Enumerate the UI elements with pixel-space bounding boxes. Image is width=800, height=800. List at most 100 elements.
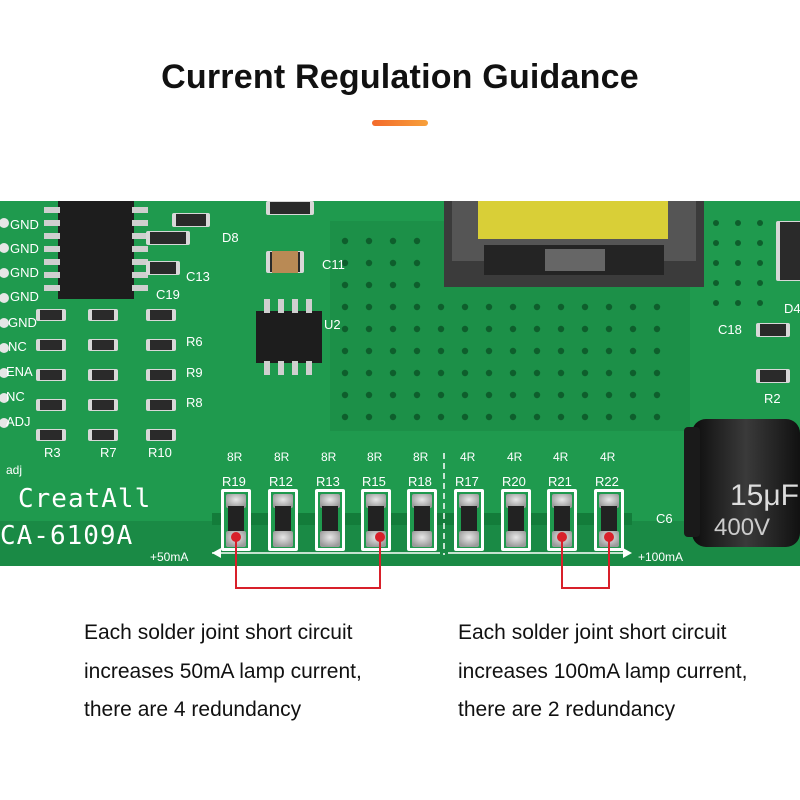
page-title: Current Regulation Guidance [161, 58, 639, 96]
via-hole [605, 369, 613, 377]
via-hole [653, 369, 661, 377]
right-desc-line-2: increases 100mA lamp current, [458, 659, 748, 683]
smd-component [146, 369, 176, 381]
test-pad [0, 418, 9, 428]
resistor-value-label: 4R [553, 450, 569, 464]
solder-joint-markers [231, 532, 614, 542]
via-hole [557, 369, 565, 377]
pin-label-nc-1: NC [8, 339, 27, 354]
cap-voltage-text: 400V [714, 514, 770, 541]
smd-component [36, 369, 66, 381]
via-hole [485, 369, 493, 377]
solder-pad [459, 531, 479, 547]
smd-component [266, 201, 314, 215]
ic-pin [44, 272, 60, 278]
label-c13: C13 [186, 269, 210, 284]
label-c6: C6 [656, 511, 673, 526]
label-c19: C19 [156, 287, 180, 302]
via-hole [341, 413, 349, 421]
resistor-value-label: 8R [227, 450, 243, 464]
resistor-designator-label: R17 [455, 474, 479, 489]
via-hole [341, 303, 349, 311]
via-hole [389, 413, 397, 421]
resistor-value-label: 8R [413, 450, 429, 464]
resistor-body [601, 506, 617, 532]
test-pad [0, 393, 9, 403]
via-hole [533, 369, 541, 377]
left-arrow: +50mA [150, 548, 440, 564]
via-hole [629, 413, 637, 421]
via-hole [461, 325, 469, 333]
label-r6: R6 [186, 334, 203, 349]
via-hole [605, 325, 613, 333]
resistor-body [228, 506, 244, 532]
pin-label-adj: ADJ [6, 414, 31, 429]
via-hole [389, 325, 397, 333]
resistor-body [368, 506, 384, 532]
ic-pin [44, 233, 60, 239]
via-hole [629, 369, 637, 377]
ic-pin [132, 285, 148, 291]
ic-pin [44, 246, 60, 252]
via-hole [413, 237, 421, 245]
via-hole [389, 237, 397, 245]
via-hole [485, 391, 493, 399]
solder-pad [320, 531, 340, 547]
via-hole [509, 413, 517, 421]
ic-pin [44, 259, 60, 265]
label-c18: C18 [718, 322, 742, 337]
via-hole [389, 347, 397, 355]
smd-component [756, 323, 790, 337]
via-hole [413, 325, 421, 333]
via-hole [389, 369, 397, 377]
via-hole [605, 347, 613, 355]
via-hole [653, 347, 661, 355]
via-hole [581, 303, 589, 311]
via-hole [557, 347, 565, 355]
test-pad [0, 243, 9, 253]
ic-pin [44, 285, 60, 291]
via-hole [757, 260, 763, 266]
via-hole [533, 303, 541, 311]
via-hole [533, 391, 541, 399]
smd-component [146, 399, 176, 411]
resistor-designator-label: R19 [222, 474, 246, 489]
smd-component [88, 339, 118, 351]
label-c11: C11 [322, 257, 345, 272]
pcb-photo: 15μF 400V GND GND GND GND GND NC ENA NC … [0, 201, 800, 566]
pin-label-ena: ENA [6, 364, 33, 379]
pin-label-nc-2: NC [6, 389, 25, 404]
via-hole [653, 303, 661, 311]
via-hole [581, 413, 589, 421]
via-hole [629, 391, 637, 399]
label-r8: R8 [186, 395, 203, 410]
via-hole [757, 220, 763, 226]
chip-pin [292, 361, 298, 375]
resistor-body [554, 506, 570, 532]
solder-pad [599, 494, 619, 508]
right-desc-line-1: Each solder joint short circuit [458, 621, 727, 644]
via-hole [437, 369, 445, 377]
resistor-body [275, 506, 291, 532]
via-hole [389, 391, 397, 399]
label-r2: R2 [764, 391, 781, 406]
resistor-value-label: 8R [321, 450, 337, 464]
right-desc-line-3: there are 2 redundancy [458, 698, 676, 721]
via-hole [341, 369, 349, 377]
via-hole [413, 303, 421, 311]
via-hole [389, 259, 397, 267]
pin-label-gnd-4: GND [10, 289, 39, 304]
pin-label-gnd-5: GND [8, 315, 37, 330]
via-hole [653, 391, 661, 399]
via-hole [509, 347, 517, 355]
chip-pin [264, 299, 270, 313]
via-hole [735, 280, 741, 286]
via-hole [365, 391, 373, 399]
via-hole [509, 303, 517, 311]
via-hole [341, 237, 349, 245]
label-r7: R7 [100, 445, 117, 460]
via-hole [581, 325, 589, 333]
solder-pad [366, 494, 386, 508]
chip-pin [306, 361, 312, 375]
